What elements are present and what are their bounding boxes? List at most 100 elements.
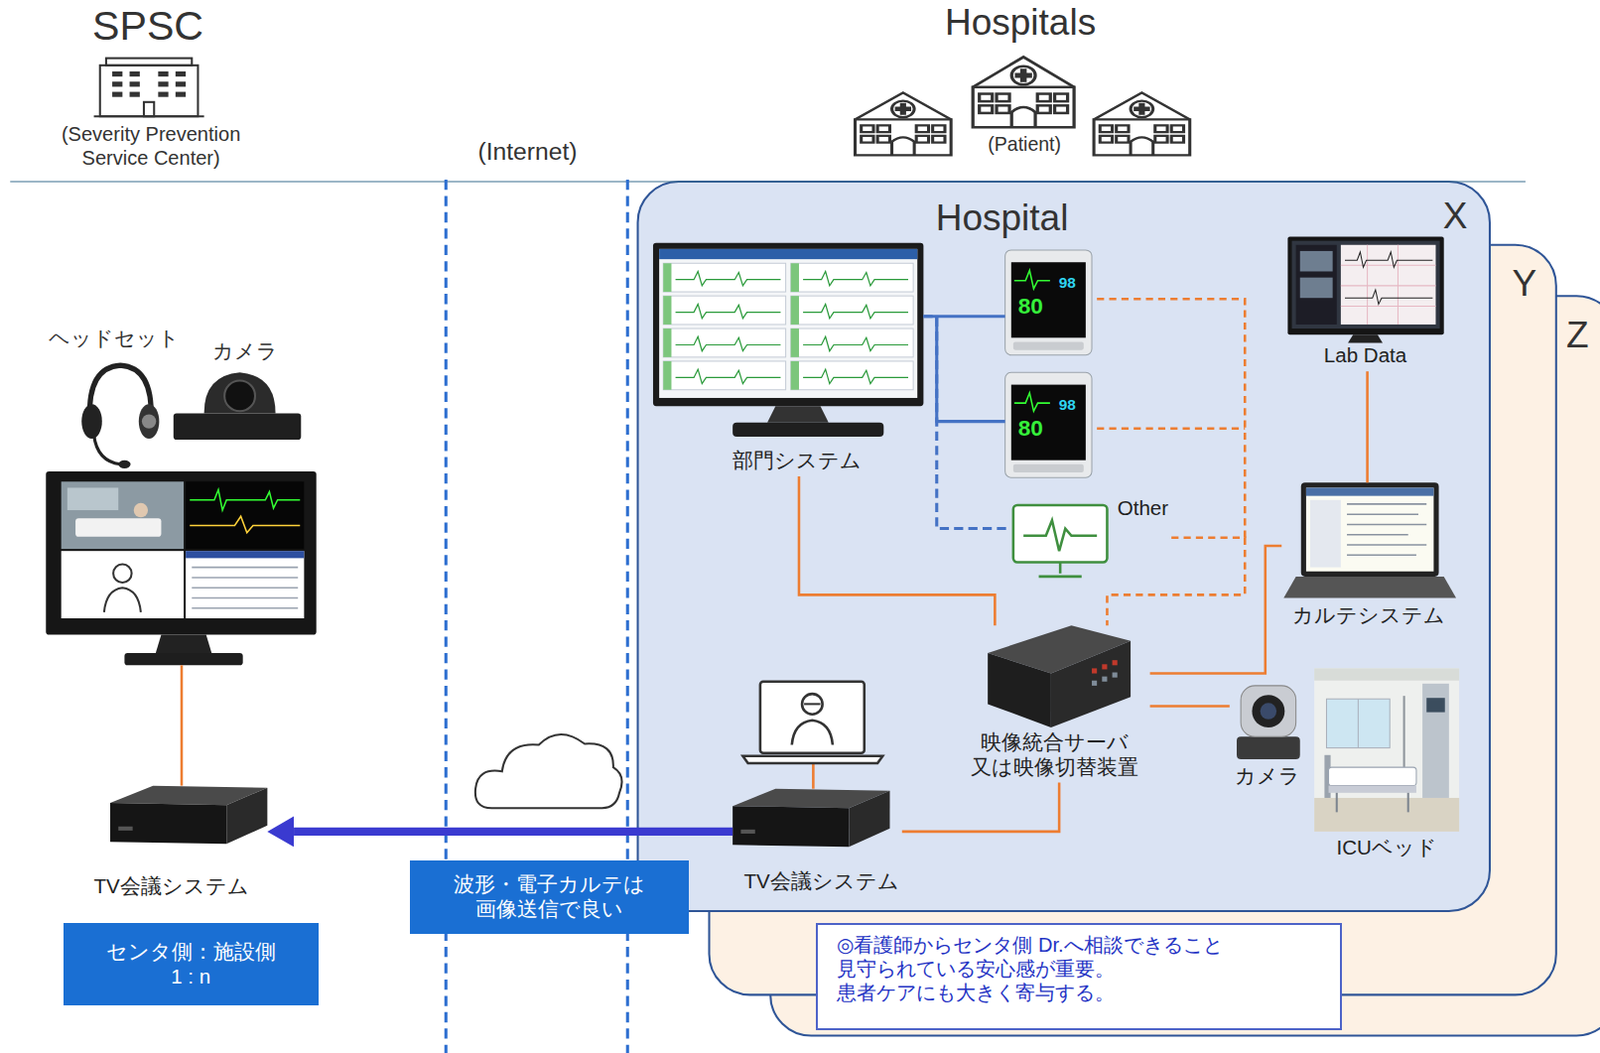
callout-box: ◎看護師からセンタ側 Dr.へ相談できること 見守られている安心感が重要。 患者… [815,923,1341,1031]
video-server [1101,664,1107,669]
monitor-wire [1096,298,1245,538]
monitor-wire [1096,298,1245,538]
video-server [1051,641,1131,728]
department-system-monitor [659,249,918,260]
doctor-laptop [742,681,883,764]
hospital-icon [855,56,1191,155]
department-system-monitor [663,263,786,292]
video-server [987,653,1052,728]
other-device-icon [1059,561,1063,573]
equipment-label: Lab Data [1324,343,1407,369]
lab-data-monitor [1296,245,1337,325]
equipment-node: ICUベッド [1314,667,1460,863]
center-monitor [189,516,300,533]
hospital-panel [638,181,1600,1036]
icu-bed-illustration [1357,698,1359,748]
equipment-node: カルテシステム [1281,482,1458,631]
cloud-symbol [475,734,623,808]
vital-value: 80 [1018,292,1044,320]
vital-value: 98 [1059,396,1076,415]
chart-laptop [1346,513,1419,516]
ratio-text: センタ側：施設側 1 : n [103,939,279,989]
center-monitor [191,576,298,579]
patient-monitor [1013,464,1084,473]
lab-data-monitor [1340,284,1437,286]
center-monitor [191,597,298,600]
headset [94,434,122,465]
center-title: SPSC [92,1,204,51]
lab-data-monitor [1340,265,1437,267]
building-icon [112,92,123,98]
part-label: カメラ [212,339,278,365]
ratio-box: センタ側：施設側 1 : n [63,923,319,1005]
icu-bed-illustration [1314,667,1460,831]
tv-conference-unit [732,789,890,848]
note-text: 波形・電子カルテは 画像送信で良い [444,872,655,922]
ptz-camera [1236,685,1301,760]
chart-laptop [1346,504,1427,555]
center-monitor [154,634,213,656]
headset [81,403,103,439]
vital-value: 98 [1059,273,1076,293]
network-label: (Internet) [477,136,577,167]
center-monitor [185,550,304,558]
building-icon [130,92,140,98]
center-monitor [185,550,304,619]
headset [118,460,131,469]
patient-monitor [1011,385,1086,461]
lab-data-monitor [1344,252,1433,267]
connector [923,316,1010,530]
lab-data-monitor [1347,334,1383,343]
hospital-panel [638,181,1490,912]
video-server [1091,680,1097,686]
center-monitor [75,518,161,537]
video-server [1112,660,1118,666]
connector [293,316,1368,832]
equipment-node: 映像統合サーバ 又は映像切替装置 [959,625,1150,783]
department-system-monitor [653,243,924,406]
equipment-label: カルテシステム [1292,603,1446,629]
video-server [1112,672,1118,678]
building-icon [112,81,123,87]
center-monitor [45,471,316,635]
note-box: 波形・電子カルテは 画像送信で良い [409,860,689,934]
icu-bed-illustration [1426,697,1446,712]
equipment-node: 部門システム [653,243,924,477]
center-subtitle: (Severity Prevention Service Center) [43,122,259,170]
ptz-camera [1260,702,1277,719]
doctor-laptop [801,693,823,715]
department-system-monitor [663,361,786,391]
building-icon [175,92,186,98]
equipment-label: 部門システム [732,448,862,474]
department-system-monitor [663,295,786,325]
department-system-monitor [791,263,914,292]
department-system-monitor [659,249,918,399]
patient-monitor [1005,250,1092,356]
patient-monitor [1005,250,1092,356]
equipment-label: ICUベッド [1335,835,1437,861]
headset [81,365,159,469]
tv-conference-unit [732,789,890,848]
connector [1365,371,1369,483]
patient-monitor [1005,372,1092,478]
conference-camera [173,412,302,440]
department-system-monitor [791,328,914,358]
department-system-monitor [653,243,924,437]
ptz-camera [1236,736,1301,760]
video-server [1091,660,1118,673]
center-monitor [189,489,300,511]
other-device-icon [1023,520,1097,551]
part-label: ヘッドセット [48,326,180,352]
equipment-label: Other [1117,496,1169,522]
wire [811,763,815,790]
panel-title: Hospital [935,195,1069,240]
other-device-icon [1039,575,1082,579]
equipment-node: TV会議システム [732,789,903,898]
lab-data-monitor [1397,245,1399,325]
hospital-icon [972,56,1074,128]
divider-line [9,181,1526,183]
group-title: Hospitals [944,0,1096,44]
cloud-symbol [475,734,623,808]
